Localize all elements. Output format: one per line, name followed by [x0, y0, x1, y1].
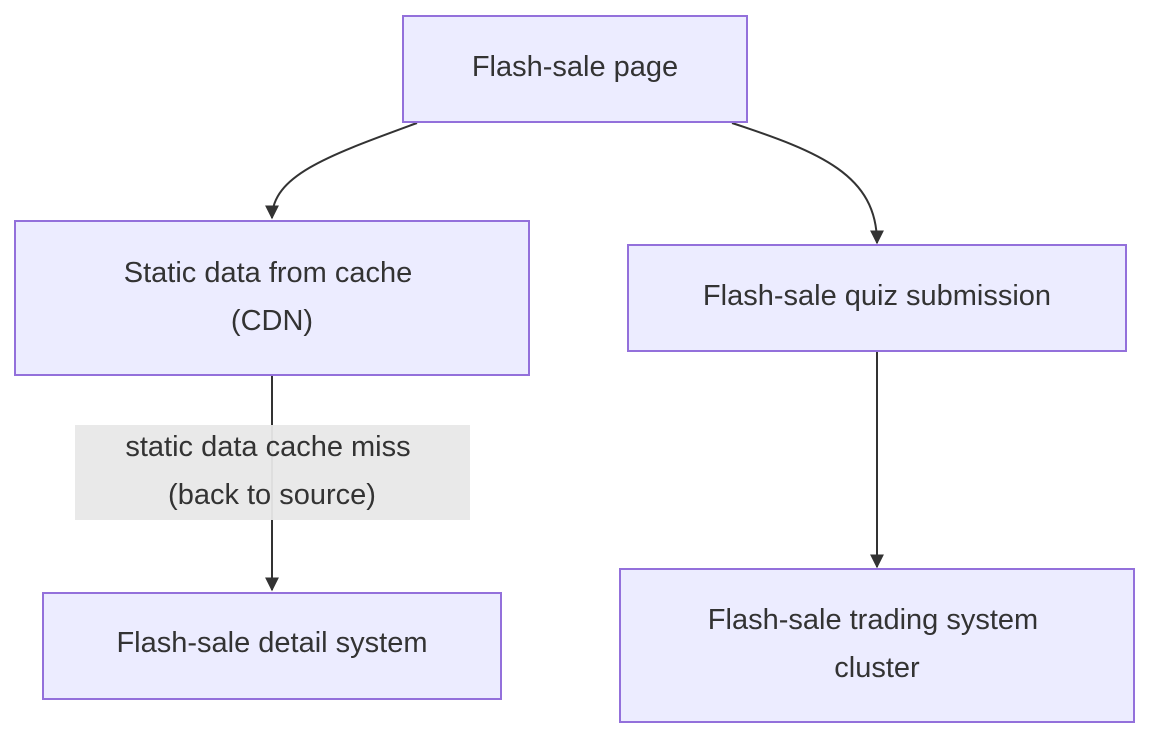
edge-label-cache-miss: static data cache miss (back to source)	[75, 425, 470, 520]
node-trading-cluster: Flash-sale trading system cluster	[619, 568, 1135, 723]
node-static-cache: Static data from cache (CDN)	[14, 220, 530, 376]
node-trading-cluster-label-line-2: cluster	[834, 652, 920, 684]
edge-label-line-1: static data cache miss	[125, 431, 410, 463]
edge-page-to-cache	[265, 122, 418, 220]
node-detail-system: Flash-sale detail system	[42, 592, 502, 700]
node-quiz-submission-label: Flash-sale quiz submission	[703, 280, 1051, 312]
node-flash-sale-page: Flash-sale page	[402, 15, 748, 123]
node-static-cache-label-line-1: Static data from cache	[124, 257, 413, 289]
node-detail-system-label: Flash-sale detail system	[116, 627, 427, 659]
node-quiz-submission: Flash-sale quiz submission	[627, 244, 1127, 352]
node-trading-cluster-label-line-1: Flash-sale trading system	[708, 604, 1038, 636]
edge-label-line-2: (back to source)	[168, 479, 376, 511]
node-flash-sale-page-label: Flash-sale page	[472, 51, 678, 83]
node-static-cache-label-line-2: (CDN)	[231, 305, 313, 337]
edge-page-to-quiz	[731, 122, 884, 245]
